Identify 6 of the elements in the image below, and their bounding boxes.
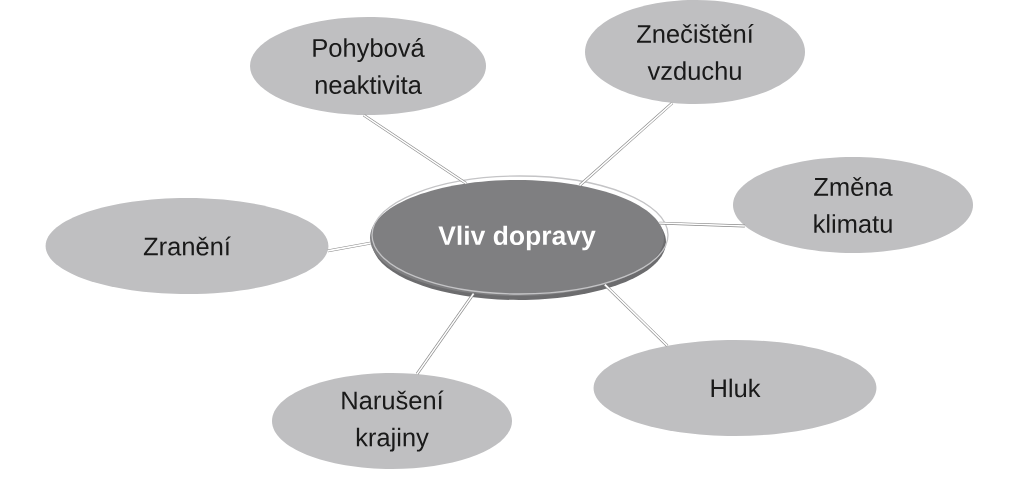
connector-line (362, 114, 467, 185)
connector-line (658, 221, 746, 228)
connector-line (578, 102, 674, 187)
connector-line (415, 292, 475, 375)
connector-line (603, 283, 669, 347)
connector-line (327, 241, 372, 253)
